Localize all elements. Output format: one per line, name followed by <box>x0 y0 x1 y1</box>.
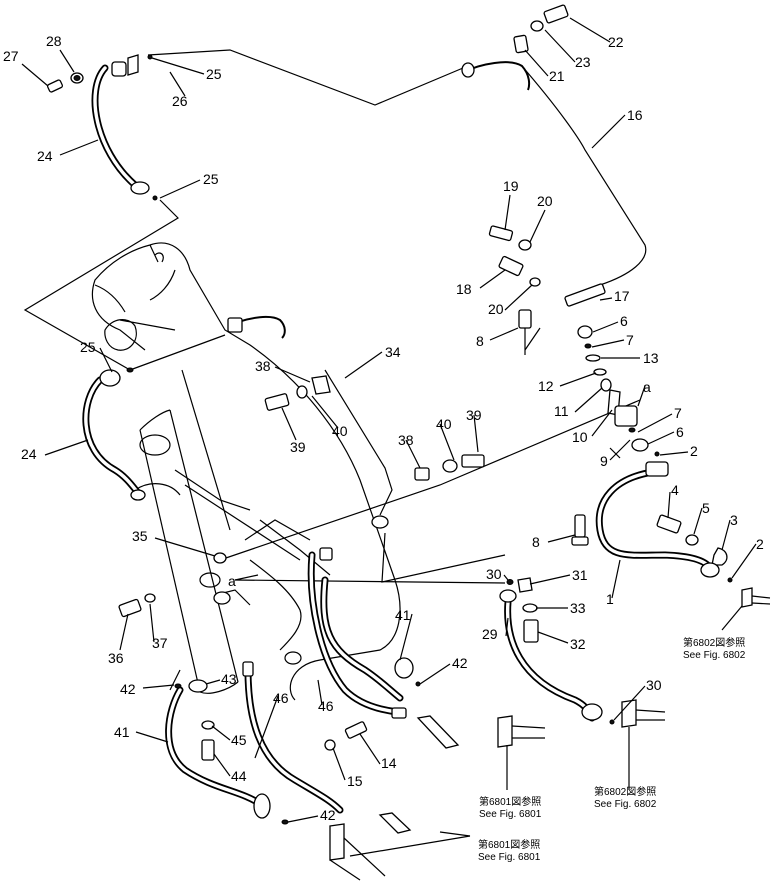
figure-references: 第6802図参照 See Fig. 6802 第6801図参照 See Fig.… <box>478 636 746 863</box>
ref-6801-jp: 第6801図参照 <box>478 838 540 851</box>
callout-11: 11 <box>554 403 569 419</box>
callout-46: 46 <box>273 690 289 706</box>
callout-32: 32 <box>570 636 586 652</box>
callout-33: 33 <box>570 600 586 616</box>
callout-34: 34 <box>385 344 401 360</box>
callout-44: 44 <box>231 768 247 784</box>
callout-30: 30 <box>646 677 662 693</box>
hoses <box>82 61 714 814</box>
ref-6802-jp: 第6802図参照 <box>594 785 656 798</box>
callout-14: 14 <box>381 755 397 771</box>
callout-25: 25 <box>80 339 96 355</box>
ref-6802-en: See Fig. 6802 <box>594 799 657 810</box>
callout-42: 42 <box>320 807 336 823</box>
ref-6802-jp: 第6802図参照 <box>683 636 745 649</box>
ref-6802-en: See Fig. 6802 <box>683 650 746 661</box>
callout-26: 26 <box>172 93 188 109</box>
callout-38: 38 <box>255 358 271 374</box>
callout-8: 8 <box>532 534 540 550</box>
callout-2: 2 <box>690 443 698 459</box>
callout-27: 27 <box>3 48 19 64</box>
callout-19: 19 <box>503 178 519 194</box>
callout-24: 24 <box>21 446 37 462</box>
callout-39: 39 <box>290 439 306 455</box>
ref-6801-en: See Fig. 6801 <box>478 852 541 863</box>
ref-6801-jp: 第6801図参照 <box>479 795 541 808</box>
callout-13: 13 <box>643 350 659 366</box>
callout-17: 17 <box>614 288 630 304</box>
callout-24: 24 <box>37 148 53 164</box>
callout-30: 30 <box>486 566 502 582</box>
callout-10: 10 <box>572 429 588 445</box>
callout-6: 6 <box>676 424 684 440</box>
callout-25: 25 <box>203 171 219 187</box>
callout-45: 45 <box>231 732 247 748</box>
callout-35: 35 <box>132 528 148 544</box>
callout-42: 42 <box>452 655 468 671</box>
callout-a: a <box>228 573 236 589</box>
boom-frame <box>91 242 401 701</box>
callout-37: 37 <box>152 635 168 651</box>
callout-labels: 27 28 25 26 24 25 22 23 21 16 19 20 18 2… <box>3 33 764 823</box>
callout-8: 8 <box>476 333 484 349</box>
callout-leaders <box>21 17 757 823</box>
callout-15: 15 <box>347 773 363 789</box>
callout-31: 31 <box>572 567 588 583</box>
callout-5: 5 <box>702 500 710 516</box>
callout-7: 7 <box>626 332 634 348</box>
callout-25: 25 <box>206 66 222 82</box>
callout-a: a <box>643 379 651 395</box>
callout-46: 46 <box>318 698 334 714</box>
callout-1: 1 <box>606 591 614 607</box>
callout-3: 3 <box>730 512 738 528</box>
callout-23: 23 <box>575 54 591 70</box>
callout-40: 40 <box>332 423 348 439</box>
callout-22: 22 <box>608 34 624 50</box>
callout-12: 12 <box>538 378 554 394</box>
callout-40: 40 <box>436 416 452 432</box>
callout-20: 20 <box>488 301 504 317</box>
callout-39: 39 <box>466 407 482 423</box>
callout-28: 28 <box>46 33 62 49</box>
callout-7: 7 <box>674 405 682 421</box>
leader-lines <box>23 49 647 691</box>
callout-9: 9 <box>600 453 608 469</box>
callout-42: 42 <box>120 681 136 697</box>
callout-6: 6 <box>620 313 628 329</box>
callout-41: 41 <box>395 607 411 623</box>
callout-41: 41 <box>114 724 130 740</box>
callout-29: 29 <box>482 626 498 642</box>
callout-16: 16 <box>627 107 643 123</box>
ref-6801-en: See Fig. 6801 <box>479 809 542 820</box>
callout-20: 20 <box>537 193 553 209</box>
callout-2: 2 <box>756 536 764 552</box>
callout-4: 4 <box>671 482 679 498</box>
callout-36: 36 <box>108 650 124 666</box>
callout-21: 21 <box>549 68 565 84</box>
callout-38: 38 <box>398 432 414 448</box>
callout-43: 43 <box>221 671 237 687</box>
callout-18: 18 <box>456 281 472 297</box>
